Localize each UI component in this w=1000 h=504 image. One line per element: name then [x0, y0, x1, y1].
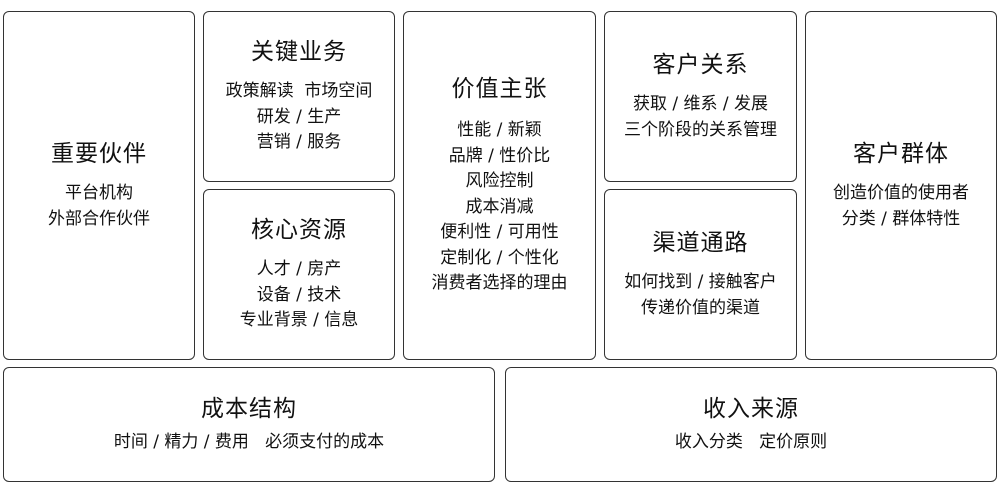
channels-lines: 如何找到 / 接触客户 传递价值的渠道 [624, 270, 777, 321]
key-resources-title: 核心资源 [251, 217, 347, 244]
customer-relationships-line: 获取 / 维系 / 发展 [632, 94, 769, 114]
key-activities-line: 营销 / 服务 [256, 132, 342, 153]
customer-segments-line: 分类 / 群体特性 [841, 208, 961, 229]
value-propositions-line: 定制化 / 个性化 [440, 247, 559, 268]
channels-title: 渠道通路 [652, 230, 749, 256]
key-resources-block: 核心资源 人才 / 房产 设备 / 技术 专业背景 / 信息 [203, 189, 395, 360]
channels-line: 传递价值的渠道 [640, 297, 760, 318]
key-resources-line: 专业背景 / 信息 [239, 310, 359, 331]
cost-structure-title: 成本结构 [201, 395, 297, 422]
revenue-streams-lines: 收入分类 定价原则 [675, 430, 827, 456]
value-propositions-line: 性能 / 新颖 [457, 120, 542, 141]
revenue-streams-block: 收入来源 收入分类 定价原则 [505, 367, 997, 482]
key-activities-line: 政策解读 市场空间 [225, 81, 373, 102]
value-propositions-lines: 性能 / 新颖 品牌 / 性价比 风险控制 成本消减 便利性 / 可用性 定制化… [432, 118, 568, 297]
key-activities-lines: 政策解读 市场空间 研发 / 生产 营销 / 服务 [226, 79, 373, 156]
customer-relationships-title: 客户关系 [652, 52, 749, 78]
customer-segments-block: 客户群体 创造价值的使用者 分类 / 群体特性 [805, 11, 997, 360]
key-resources-line: 人才 / 房产 [256, 259, 342, 280]
customer-relationships-lines: 获取 / 维系 / 发展 三个阶段的关系管理 [624, 92, 777, 143]
customer-segments-title: 客户群体 [853, 141, 949, 167]
key-partners-lines: 平台机构 外部合作伙伴 [48, 181, 150, 232]
key-resources-line: 设备 / 技术 [256, 284, 342, 305]
key-activities-title: 关键业务 [251, 39, 347, 66]
customer-relationships-line: 三个阶段的关系管理 [624, 119, 777, 140]
value-propositions-line: 消费者选择的理由 [431, 273, 568, 294]
value-propositions-title: 价值主张 [451, 76, 548, 103]
key-partners-line: 平台机构 [65, 183, 133, 203]
key-resources-lines: 人才 / 房产 设备 / 技术 专业背景 / 信息 [240, 257, 359, 334]
key-activities-line: 研发 / 生产 [256, 106, 342, 127]
key-activities-block: 关键业务 政策解读 市场空间 研发 / 生产 营销 / 服务 [203, 11, 395, 182]
customer-relationships-block: 客户关系 获取 / 维系 / 发展 三个阶段的关系管理 [604, 11, 797, 182]
key-partners-title: 重要伙伴 [51, 141, 147, 167]
revenue-streams-title: 收入来源 [703, 395, 799, 422]
value-propositions-block: 价值主张 性能 / 新颖 品牌 / 性价比 风险控制 成本消减 便利性 / 可用… [403, 11, 596, 360]
key-partners-block: 重要伙伴 平台机构 外部合作伙伴 [3, 11, 195, 360]
cost-structure-line: 时间 / 精力 / 费用 必须支付的成本 [113, 431, 385, 452]
cost-structure-block: 成本结构 时间 / 精力 / 费用 必须支付的成本 [3, 367, 495, 482]
channels-block: 渠道通路 如何找到 / 接触客户 传递价值的渠道 [604, 189, 797, 360]
channels-line: 如何找到 / 接触客户 [624, 272, 777, 292]
value-propositions-line: 便利性 / 可用性 [440, 222, 559, 243]
customer-segments-lines: 创造价值的使用者 分类 / 群体特性 [833, 181, 969, 232]
value-propositions-line: 风险控制 [465, 171, 534, 192]
cost-structure-lines: 时间 / 精力 / 费用 必须支付的成本 [114, 430, 384, 456]
customer-segments-line: 创造价值的使用者 [833, 183, 969, 203]
key-partners-line: 外部合作伙伴 [48, 208, 150, 229]
value-propositions-line: 成本消减 [465, 196, 534, 217]
value-propositions-line: 品牌 / 性价比 [448, 145, 551, 166]
revenue-streams-line: 收入分类 定价原则 [674, 431, 828, 452]
